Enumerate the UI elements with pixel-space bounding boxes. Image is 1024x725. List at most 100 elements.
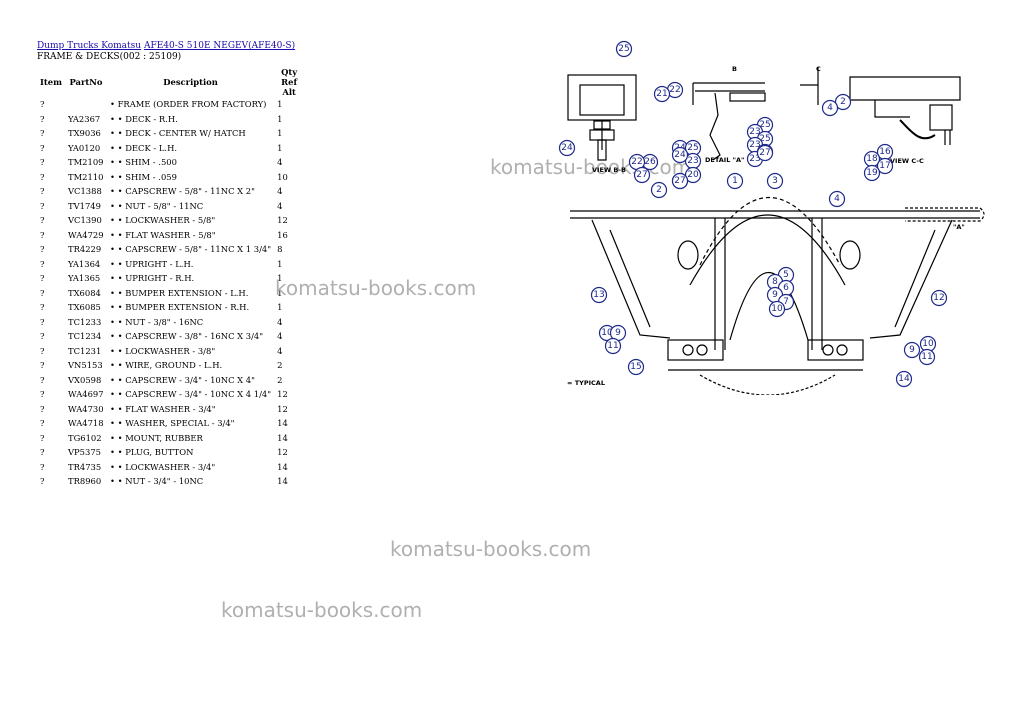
callout-number: 5 — [783, 270, 789, 280]
qty-cell: 14 — [277, 461, 288, 472]
callout-number: 11 — [921, 352, 932, 362]
qty-cell: 16 — [277, 229, 288, 240]
partno-cell: TX6085 — [68, 302, 101, 313]
partno-cell: YA1365 — [68, 273, 101, 284]
callout-circle — [863, 164, 881, 182]
callout-number: 25 — [759, 120, 770, 130]
description-cell: • • CAPSCREW - 3/8" - 16NC X 3/4" — [110, 331, 264, 342]
partno-cell: TC1234 — [68, 331, 102, 342]
callout-number: 18 — [866, 154, 878, 164]
callout-12: 12 — [930, 289, 948, 307]
callout-number: 27 — [759, 148, 770, 158]
description-cell: • • SHIM - .059 — [110, 171, 177, 182]
callout-27: 27 — [633, 166, 651, 184]
watermark: komatsu-books.com — [275, 276, 477, 300]
partno-cell: WA4729 — [68, 229, 104, 240]
qty-cell: 12 — [277, 403, 288, 414]
qty-cell: 1 — [277, 113, 283, 124]
callout-number: 6 — [783, 283, 789, 293]
callout-number: 26 — [644, 157, 656, 167]
callout-3: 3 — [766, 172, 784, 190]
callout-number: 13 — [593, 290, 604, 300]
callout-number: 10 — [922, 339, 934, 349]
description-cell: • • BUMPER EXTENSION - R.H. — [110, 302, 250, 313]
callout-23: 23 — [684, 152, 702, 170]
qty-cell: 10 — [277, 171, 288, 182]
partno-cell: TX6084 — [68, 287, 101, 298]
callout-circle — [834, 93, 852, 111]
item-cell: ? — [40, 302, 45, 313]
table-row: ?YA1364• • UPRIGHT - L.H.1 — [37, 257, 304, 272]
callout-circle — [627, 358, 645, 376]
callout-number: 8 — [772, 277, 778, 287]
callout-number: 10 — [771, 304, 783, 314]
callout-circle — [930, 289, 948, 307]
qty-cell: 2 — [277, 374, 283, 385]
diagram-drawing — [567, 67, 985, 395]
a-mark-label: "A" — [953, 223, 965, 231]
description-cell: • • UPRIGHT - R.H. — [110, 273, 195, 284]
qty-cell: 12 — [277, 389, 288, 400]
parts-table: Item PartNo Description Qty Ref Alt ?• F… — [37, 67, 304, 489]
item-cell: ? — [40, 142, 45, 153]
qty-cell: 2 — [277, 360, 283, 371]
callout-number: 22 — [631, 157, 642, 167]
callout-21: 21 — [653, 85, 671, 103]
partno-cell: TR4735 — [68, 461, 102, 472]
breadcrumb-link-model[interactable]: AFE40-S 510E NEGEV(AFE40-S) — [143, 41, 296, 51]
table-header-row: Item PartNo Description Qty Ref Alt — [37, 67, 304, 97]
callout-number: 16 — [879, 147, 891, 157]
item-cell: ? — [40, 287, 45, 298]
item-cell: ? — [40, 157, 45, 168]
partno-cell: WA4718 — [68, 418, 104, 429]
qty-cell: 4 — [277, 331, 283, 342]
table-row: ?TX6084• • BUMPER EXTENSION - L.H.1 — [37, 286, 304, 301]
table-row: ?TC1231• • LOCKWASHER - 3/8"4 — [37, 344, 304, 359]
description-cell: • • NUT - 5/8" - 11NC — [110, 200, 204, 211]
qty-cell: 1 — [277, 273, 283, 284]
partno-cell: WA4697 — [68, 389, 104, 400]
callout-number: 24 — [674, 150, 686, 160]
breadcrumb-link-dump-trucks[interactable]: Dump Trucks Komatsu — [37, 41, 142, 51]
description-cell: • • WIRE, GROUND - L.H. — [110, 360, 223, 371]
qty-cell: 1 — [277, 142, 283, 153]
description-cell: • • FLAT WASHER - 3/4" — [110, 403, 216, 414]
item-cell: ? — [40, 113, 45, 124]
section-c-label: C — [816, 65, 821, 73]
qty-cell: 14 — [277, 418, 288, 429]
item-cell: ? — [40, 316, 45, 327]
partno-cell: YA1364 — [68, 258, 101, 269]
table-row: ?YA1365• • UPRIGHT - R.H.1 — [37, 271, 304, 286]
item-cell: ? — [40, 461, 45, 472]
table-row: ?YA2367• • DECK - R.H.1 — [37, 112, 304, 127]
item-cell: ? — [40, 229, 45, 240]
item-cell: ? — [40, 476, 45, 487]
table-row: ?WA4730• • FLAT WASHER - 3/4"12 — [37, 402, 304, 417]
partno-cell: YA0120 — [68, 142, 101, 153]
table-row: ?• FRAME (ORDER FROM FACTORY)1 — [37, 97, 304, 112]
partno-cell — [65, 97, 107, 112]
callout-number: 11 — [607, 341, 618, 351]
description-cell: • • SHIM - .500 — [110, 157, 177, 168]
description-cell: • • CAPSCREW - 5/8" - 11NC X 2" — [110, 186, 255, 197]
callout-circle — [633, 166, 651, 184]
callout-25: 25 — [615, 40, 633, 58]
callout-number: 9 — [909, 345, 915, 355]
callout-number: 7 — [783, 297, 789, 307]
callout-group: 2522212424252325232623272425232622272021… — [558, 40, 948, 388]
partno-cell: TX9036 — [68, 128, 101, 139]
callout-circle — [821, 99, 839, 117]
callout-number: 14 — [898, 374, 910, 384]
callout-number: 17 — [879, 161, 890, 171]
callout-1: 1 — [726, 172, 744, 190]
description-cell: • • BUMPER EXTENSION - L.H. — [110, 287, 249, 298]
item-cell: ? — [40, 418, 45, 429]
watermark: komatsu-books.com — [390, 537, 592, 561]
callout-2: 2 — [834, 93, 852, 111]
callout-11: 11 — [918, 348, 936, 366]
detail-a-label: DETAIL "A" — [705, 156, 744, 164]
